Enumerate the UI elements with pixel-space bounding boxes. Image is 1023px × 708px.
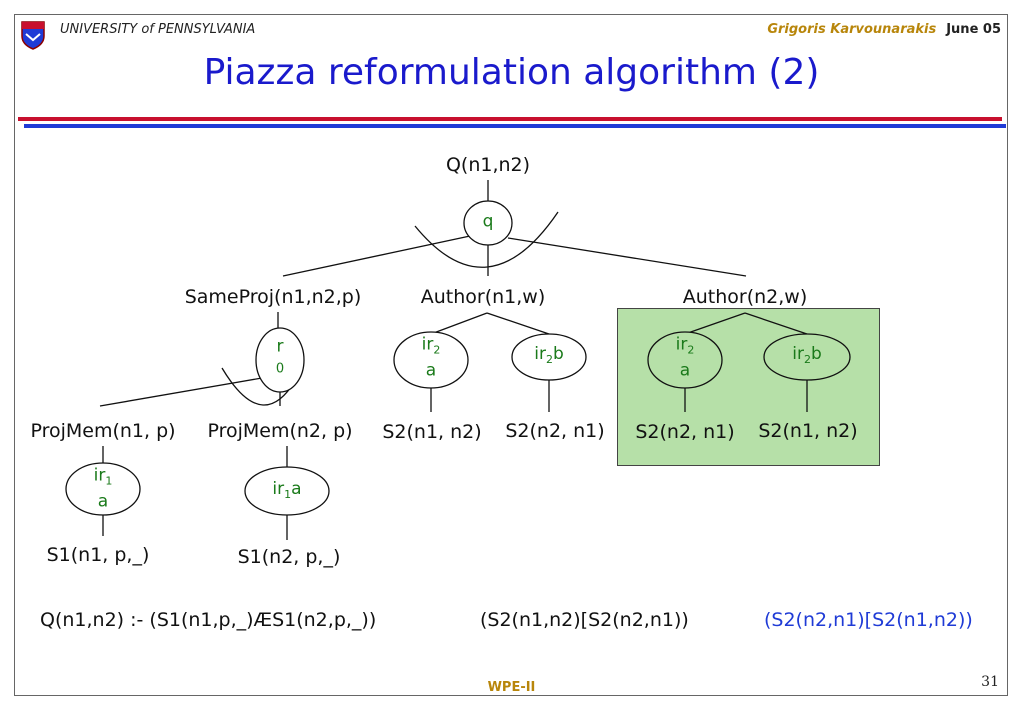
projmem-n2-label: ProjMem(n2, p) [207, 420, 353, 442]
r0-rule-ellipse [255, 327, 305, 393]
s1-n2-label: S1(n2, p,_) [237, 546, 341, 568]
edge-author-n2-ir2b [744, 312, 808, 335]
edge-author-n1-ir2b [486, 312, 550, 335]
author-n2-label: Author(n2,w) [682, 286, 808, 308]
s2-n1-n2-left-label: S2(n1, n2) [382, 421, 482, 443]
ir1a-left-ellipse [65, 462, 141, 516]
projmem-n1-label: ProjMem(n1, p) [30, 420, 176, 442]
root-query-label: Q(n1,n2) [445, 154, 531, 176]
edge-q-sameproj [282, 235, 471, 277]
page-number: 31 [981, 674, 999, 690]
s1-n1-label: S1(n1, p,_) [46, 544, 150, 566]
s2-n1-n2-right-label: S2(n1, n2) [758, 420, 858, 442]
title-rule-blue [24, 124, 1006, 128]
ir1a-right-label: ir1a [272, 478, 302, 502]
ir2a-left-ellipse [393, 331, 469, 389]
formula-part-1: Q(n1,n2) :- (S1(n1,p,_)ÆS1(n2,p,_)) [40, 609, 377, 631]
formula-part-3: (S2(n2,n1)[S2(n1,n2)) [764, 609, 973, 631]
formula-part-2: (S2(n1,n2)[S2(n2,n1)) [480, 609, 689, 631]
header-right: Grigoris Karvounarakis June 05 [767, 22, 1001, 37]
slide-frame [14, 14, 1008, 696]
q-rule-label: q [482, 211, 494, 232]
sameproj-label: SameProj(n1,n2,p) [184, 286, 362, 308]
ir2a-right-ellipse [647, 331, 723, 389]
edge-q-author-n2 [507, 237, 747, 277]
ir1a-right-ellipse [244, 466, 330, 516]
edge-author-n2-ir2a [684, 312, 746, 335]
penn-shield-icon [21, 21, 45, 50]
s2-n2-n1-left-label: S2(n2, n1) [505, 420, 605, 442]
institution-name: UNIVERSITY of PENNSYLVANIA [60, 22, 256, 37]
ir2b-right-ellipse [763, 333, 851, 381]
author-n1-label: Author(n1,w) [420, 286, 546, 308]
ir2b-left-ellipse [511, 333, 587, 381]
q-rule-ellipse [463, 200, 513, 246]
edge-author-n1-ir2a [430, 312, 488, 335]
slide-footer: WPE-II [487, 680, 536, 695]
title-rule-red [18, 117, 1002, 121]
highlight-box [617, 308, 880, 466]
ir2b-right-label: ir2b [792, 343, 822, 367]
ir2b-left-label: ir2b [534, 343, 564, 367]
presentation-date: June 05 [946, 22, 1001, 37]
slide-title: Piazza reformulation algorithm (2) [203, 52, 820, 93]
s2-n2-n1-right-label: S2(n2, n1) [635, 421, 735, 443]
q-join-arc [414, 211, 559, 268]
author-name: Grigoris Karvounarakis [767, 22, 937, 37]
edge-r0-projmem-n1 [99, 377, 263, 407]
